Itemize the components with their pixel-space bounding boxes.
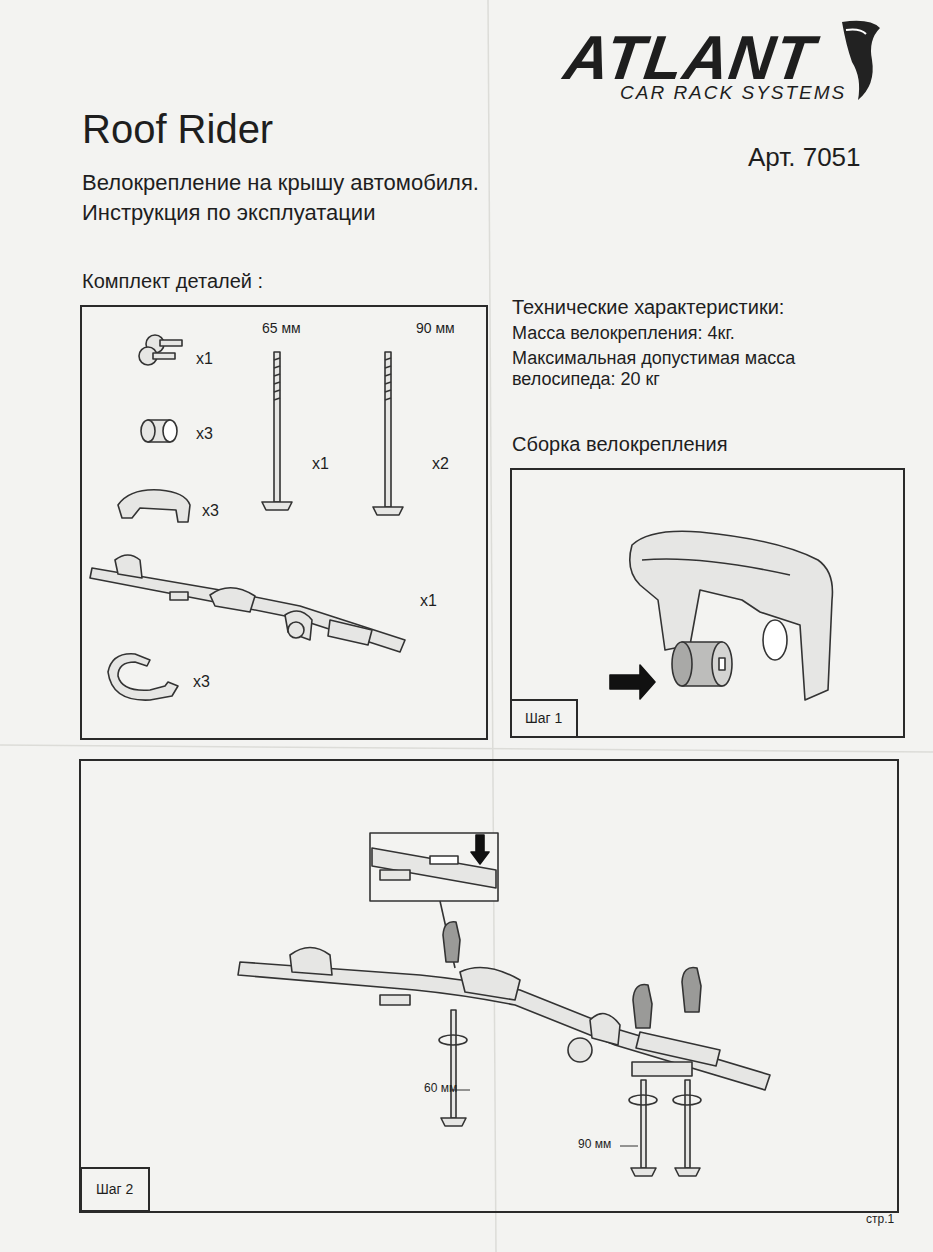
step-frame bbox=[80, 760, 898, 1212]
bolt bbox=[673, 1080, 701, 1176]
inset-detail bbox=[370, 833, 498, 968]
bolt bbox=[629, 1080, 657, 1176]
step-label-box: Шаг 2 bbox=[80, 1167, 150, 1212]
quantity: x1 bbox=[196, 350, 213, 368]
subtitle: Инструкция по эксплуатации bbox=[82, 200, 375, 225]
quantity: x1 bbox=[420, 592, 437, 610]
dimension: 90 мм bbox=[578, 1138, 611, 1152]
quantity: x3 bbox=[202, 502, 219, 520]
parts-box: Комплект деталей : bbox=[80, 305, 488, 740]
step-label-box: Шаг 1 bbox=[510, 699, 578, 738]
quantity: x3 bbox=[196, 425, 213, 443]
dimension: 90 мм bbox=[416, 320, 455, 336]
spec-line: Максимальная допустимая масса велосипеда… bbox=[512, 348, 847, 389]
bolt bbox=[262, 352, 292, 510]
page-number: стр.1 bbox=[866, 1213, 894, 1227]
quantity: x2 bbox=[432, 455, 449, 473]
quantity: x1 bbox=[312, 455, 329, 473]
rack bbox=[238, 948, 770, 1091]
lock-cylinder bbox=[672, 642, 732, 686]
article-number: Арт. 7051 bbox=[748, 143, 861, 173]
spec-line: Масса велокрепления: 4кг. bbox=[512, 323, 735, 344]
lock-cylinder bbox=[141, 420, 177, 442]
wedge-holder bbox=[118, 490, 190, 522]
bolt bbox=[439, 1010, 467, 1126]
quantity: x3 bbox=[193, 673, 210, 691]
strap bbox=[108, 654, 178, 700]
box-heading: Сборка велокрепления bbox=[512, 433, 728, 456]
key-icon bbox=[139, 335, 182, 365]
wedge-holder bbox=[630, 531, 833, 700]
wedge-holder bbox=[682, 968, 701, 1012]
step-label: Шаг 1 bbox=[525, 710, 562, 726]
spec-heading: Технические характеристики: bbox=[512, 296, 784, 319]
dimension: 60 мм bbox=[424, 1082, 457, 1096]
bolt bbox=[373, 352, 403, 515]
arrow bbox=[610, 665, 655, 699]
box-heading: Комплект деталей : bbox=[82, 270, 263, 293]
logo-mark bbox=[842, 21, 880, 100]
dimension: 65 мм bbox=[262, 320, 301, 336]
step-box: Сборка велокрепленияШаг 1 bbox=[510, 468, 905, 738]
page-title: Roof Rider bbox=[82, 106, 273, 152]
step-label: Шаг 2 bbox=[96, 1181, 133, 1197]
wedge-holder bbox=[633, 985, 652, 1028]
rack bbox=[90, 555, 405, 652]
subtitle: Велокрепление на крышу автомобиля. bbox=[82, 170, 479, 195]
wedge-holder bbox=[443, 922, 460, 962]
brand-tagline: CAR RACK SYSTEMS bbox=[620, 82, 846, 104]
